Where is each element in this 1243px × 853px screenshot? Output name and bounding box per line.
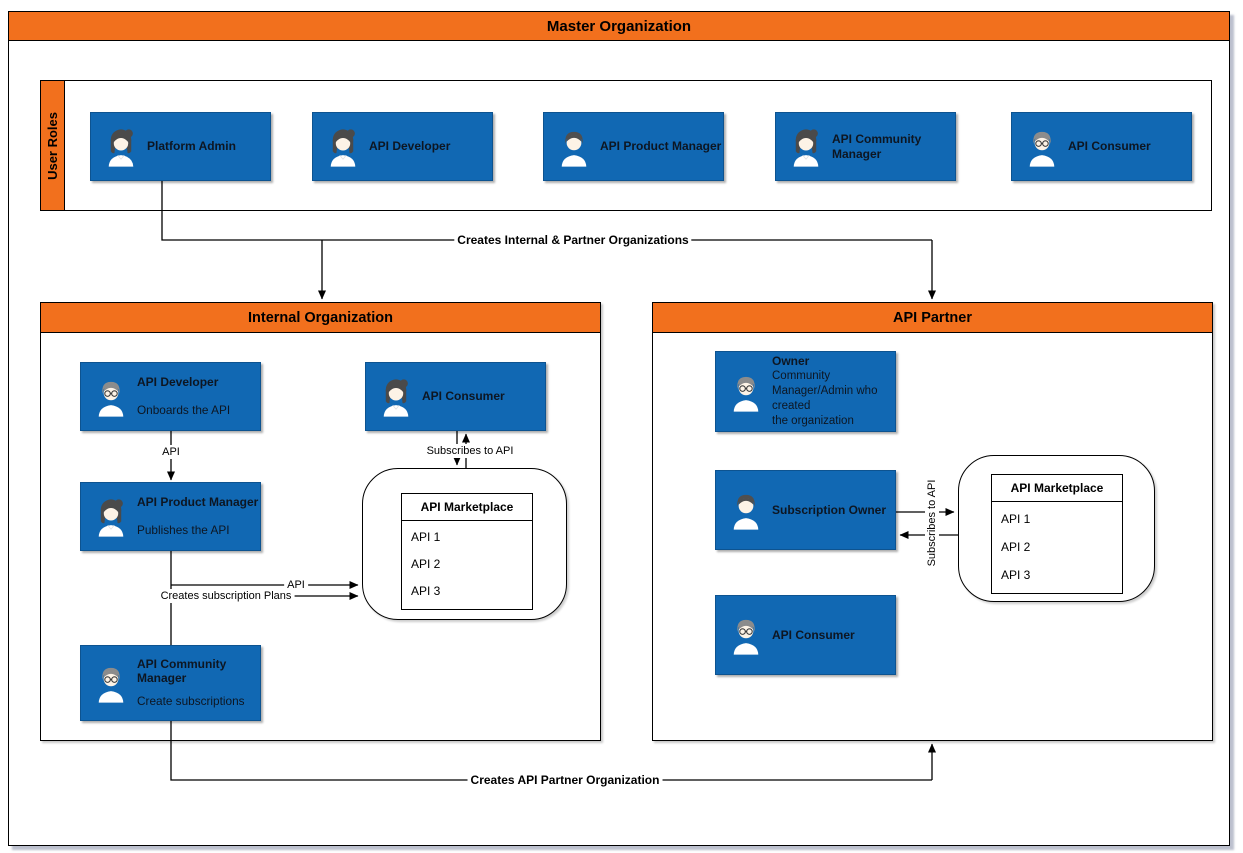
avatar-man-glasses-icon (93, 663, 129, 703)
role-box-api-product-manager: API Product Manager (543, 112, 724, 181)
node-title: API Consumer (422, 389, 505, 404)
internal-api-marketplace: API Marketplace API 1 API 2 API 3 (362, 468, 567, 620)
role-label: API Community Manager (832, 132, 922, 161)
label-api: API (159, 445, 183, 459)
user-roles-strip: User Roles (41, 81, 65, 210)
marketplace-api-list: API 1 API 2 API 3 (401, 521, 533, 610)
node-title: API Product Manager (137, 494, 259, 509)
avatar-woman-icon (93, 497, 129, 537)
node-title: API Developer (137, 374, 219, 389)
partner-api-marketplace: API Marketplace API 1 API 2 API 3 (958, 455, 1155, 602)
label-subscribes-to-api-partner: Subscribes to API (925, 476, 939, 570)
avatar-man-glasses-icon (93, 377, 129, 417)
master-organization-header: Master Organization (9, 12, 1229, 41)
api-partner-title: API Partner (893, 309, 972, 326)
user-roles-label: User Roles (45, 111, 60, 180)
node-partner-api-consumer: API Consumer (715, 595, 896, 675)
marketplace-title: API Marketplace (401, 493, 533, 521)
label-subscribes-to-api-internal: Subscribes to API (423, 444, 517, 458)
avatar-man-glasses-icon (1024, 127, 1060, 167)
role-box-api-community-manager: API Community Manager (775, 112, 956, 181)
marketplace-api-item: API 2 (1001, 540, 1031, 554)
marketplace-api-item: API 1 (1001, 512, 1031, 526)
label-creates-subscription-plans: Creates subscription Plans (157, 589, 295, 603)
role-box-api-consumer: API Consumer (1011, 112, 1192, 181)
api-partner-header: API Partner (653, 303, 1212, 333)
master-organization-title: Master Organization (546, 17, 692, 35)
role-label: API Consumer (1068, 139, 1151, 154)
marketplace-api-item: API 2 (411, 557, 441, 571)
avatar-man-glasses-icon (728, 615, 764, 655)
role-box-platform-admin: Platform Admin (90, 112, 271, 181)
avatar-woman-icon (103, 127, 139, 167)
role-label: API Developer (369, 139, 451, 154)
label-creates-organizations: Creates Internal & Partner Organizations (454, 232, 692, 248)
marketplace-api-item: API 1 (411, 530, 441, 544)
node-subtitle: Onboards the API (137, 403, 231, 418)
node-partner-subscription-owner: Subscription Owner (715, 470, 896, 550)
node-internal-api-consumer: API Consumer (365, 362, 546, 431)
avatar-man-icon (556, 127, 592, 167)
node-subtitle: Publishes the API (137, 523, 230, 538)
avatar-man-glasses-icon (728, 372, 764, 412)
node-partner-owner: Owner Community Manager/Admin who create… (715, 351, 896, 432)
role-label: Platform Admin (147, 139, 236, 154)
node-subtitle: Create subscriptions (137, 693, 245, 708)
marketplace-title: API Marketplace (991, 474, 1123, 502)
avatar-woman-icon (325, 127, 361, 167)
internal-organization-title: Internal Organization (247, 309, 393, 326)
node-title: API Community Manager (137, 656, 227, 686)
avatar-man-icon (728, 490, 764, 530)
role-box-api-developer: API Developer (312, 112, 493, 181)
avatar-woman-icon (378, 377, 414, 417)
node-title: API Consumer (772, 627, 855, 642)
node-internal-api-developer: API Developer Onboards the API (80, 362, 261, 431)
internal-organization-header: Internal Organization (41, 303, 600, 333)
node-internal-api-community-manager: API Community Manager Create subscriptio… (80, 645, 261, 721)
node-internal-api-product-manager: API Product Manager Publishes the API (80, 482, 261, 551)
node-title: Owner (772, 354, 810, 369)
avatar-woman-icon (788, 127, 824, 167)
node-subtitle: Community Manager/Admin who created the … (772, 369, 878, 427)
node-title: Subscription Owner (772, 502, 887, 517)
marketplace-api-item: API 3 (411, 584, 441, 598)
marketplace-api-item: API 3 (1001, 568, 1031, 582)
label-creates-api-partner-organization: Creates API Partner Organization (467, 772, 663, 788)
role-label: API Product Manager (600, 139, 722, 154)
marketplace-api-list: API 1 API 2 API 3 (991, 502, 1123, 594)
